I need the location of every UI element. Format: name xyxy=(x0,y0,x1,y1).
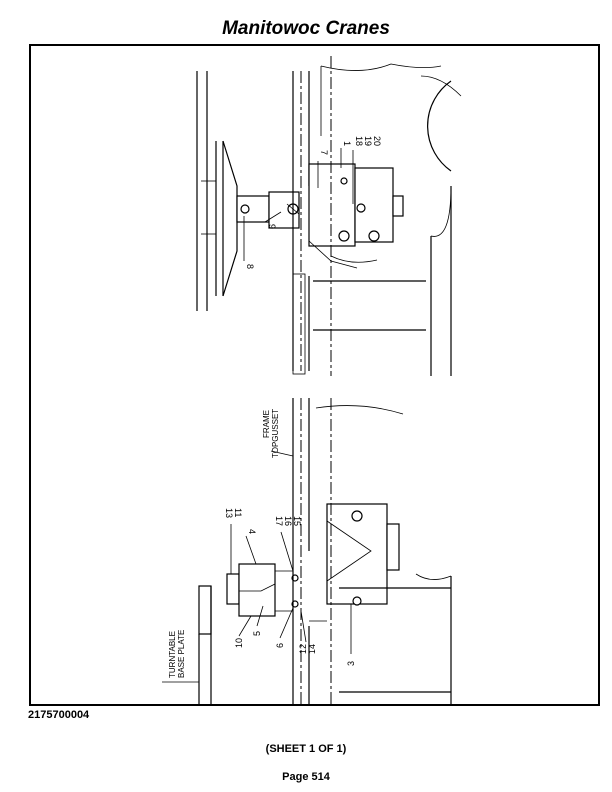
callout-8: 8 xyxy=(245,264,255,269)
callout-16: 16 xyxy=(283,516,293,526)
callout-4: 4 xyxy=(247,529,257,534)
bottom-cylinder-rod xyxy=(239,583,276,592)
callout-19: 19 xyxy=(363,136,373,146)
callout-1: 1 xyxy=(342,141,352,146)
top-pin xyxy=(240,204,250,214)
callout-14: 14 xyxy=(307,644,317,654)
turntable-label: TURNTABLE xyxy=(168,631,177,678)
leader-4 xyxy=(245,535,257,565)
callout-7: 7 xyxy=(319,150,329,155)
bottom-valve-cap xyxy=(386,523,400,571)
sheet-indicator: (SHEET 1 OF 1) xyxy=(265,743,347,755)
callout-13: 13 xyxy=(224,508,234,518)
top-valve-bolt xyxy=(340,177,348,185)
callout-3: 3 xyxy=(346,661,356,666)
callout-11: 11 xyxy=(233,508,243,517)
top-valve-port xyxy=(356,203,366,213)
top-carbody-arc-2 xyxy=(420,75,462,97)
top-carbody-arc xyxy=(427,80,452,172)
bottom-carbody-curve xyxy=(415,573,452,580)
top-bearing-taper xyxy=(222,140,238,297)
bottom-valve-taper xyxy=(326,520,372,582)
callout-9: 9 xyxy=(267,224,277,229)
leader-9 xyxy=(264,211,282,223)
leader-10 xyxy=(238,615,252,637)
technical-drawing: 7 1 18 19 20 9 8 xyxy=(162,56,462,704)
top-carbody-edge xyxy=(320,63,442,71)
turntable-base-plate xyxy=(198,585,212,635)
bottom-valve-port xyxy=(351,510,363,522)
drawing-number: 2175700004 xyxy=(28,709,90,721)
top-valve-port-3 xyxy=(368,230,380,242)
bottom-cylinder xyxy=(238,563,276,617)
callout-12: 12 xyxy=(298,644,308,654)
callout-10: 10 xyxy=(234,638,244,648)
top-valve-port-2 xyxy=(338,230,350,242)
topgusset-label: TOPGUSSET xyxy=(271,409,280,458)
top-valve-cap xyxy=(392,195,404,217)
leader-frame xyxy=(270,450,294,457)
page-title: Manitowoc Cranes xyxy=(222,18,390,39)
callout-15: 15 xyxy=(292,516,302,526)
leader-5 xyxy=(256,605,264,627)
bottom-view-assembly xyxy=(198,398,452,704)
frame-label: FRAME xyxy=(262,410,271,438)
leader-6 xyxy=(279,607,294,639)
page-number: Page 514 xyxy=(282,771,330,783)
callout-20: 20 xyxy=(372,136,382,146)
callout-6: 6 xyxy=(275,643,285,648)
base-plate-label: BASE PLATE xyxy=(177,630,186,678)
top-bracket-curve xyxy=(330,255,378,263)
drawing-frame: 7 1 18 19 20 9 8 xyxy=(29,44,600,706)
callout-17: 17 xyxy=(274,516,284,526)
callout-5: 5 xyxy=(252,631,262,636)
top-lower-stub xyxy=(292,273,306,375)
leader-12 xyxy=(300,610,307,643)
bottom-pin-block xyxy=(226,573,240,605)
top-view-assembly xyxy=(196,56,462,376)
bottom-carbody-edge xyxy=(315,405,404,415)
bottom-view-labels: FRAME TOPGUSSET TURNTABLE BASE PLATE 13 … xyxy=(162,409,356,683)
callout-18: 18 xyxy=(354,136,364,146)
top-carbody-rib-curve xyxy=(430,185,452,237)
bottom-valve-port-2 xyxy=(352,596,362,606)
leader-17 xyxy=(280,531,294,572)
top-view-callouts: 7 1 18 19 20 9 8 xyxy=(243,136,382,269)
